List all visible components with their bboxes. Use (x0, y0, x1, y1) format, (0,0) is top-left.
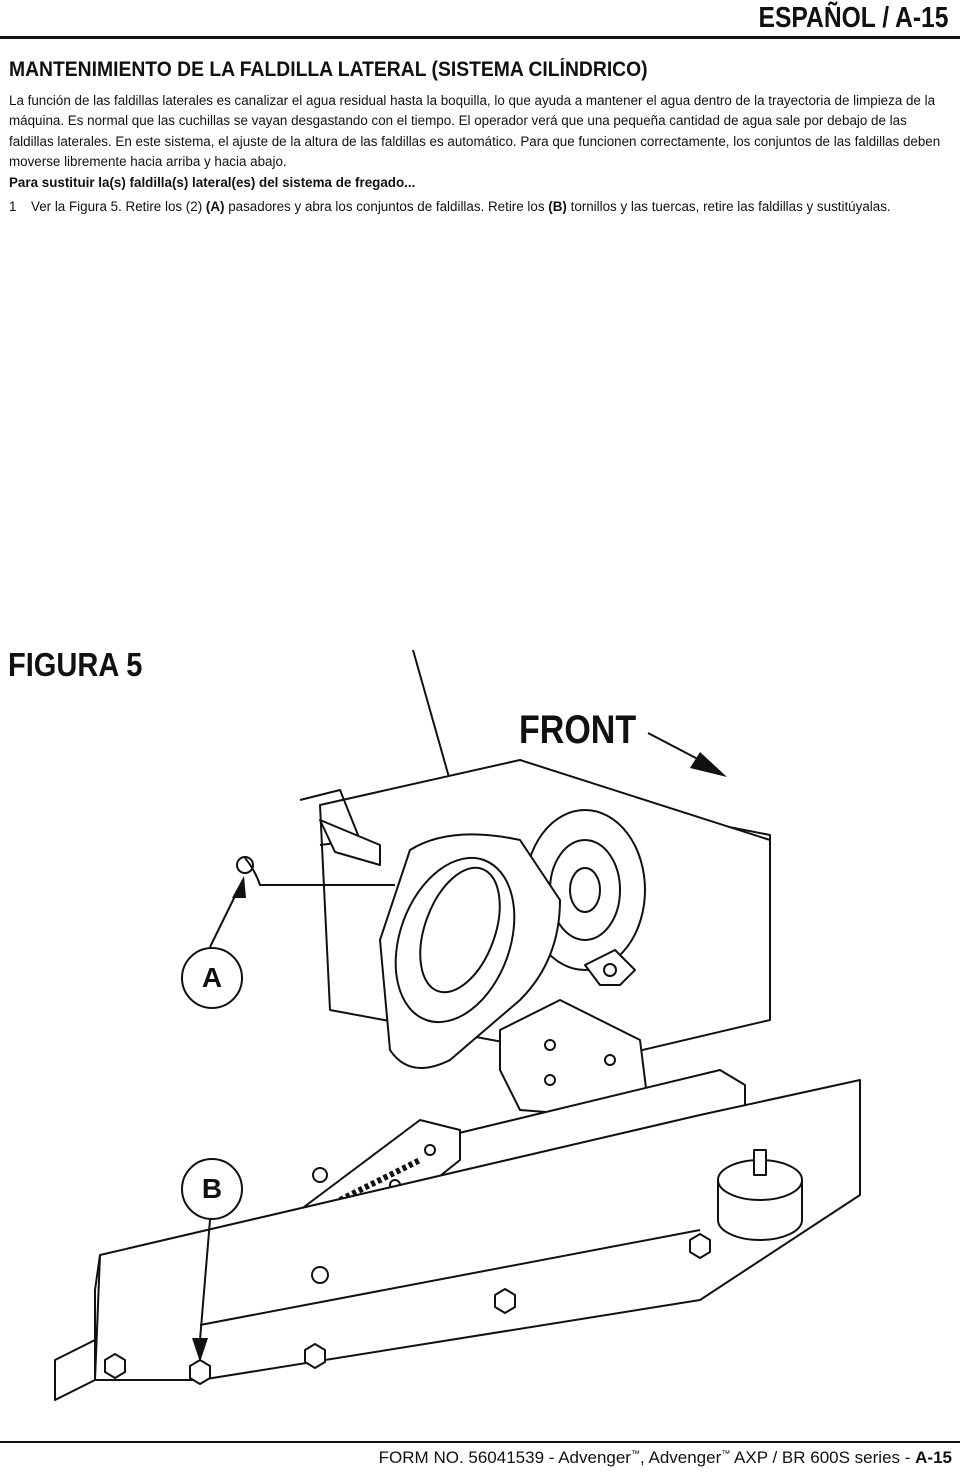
step-label-b: (B) (548, 199, 567, 214)
footer-tm-1: ™ (630, 1448, 640, 1459)
footer-rule (0, 1441, 960, 1443)
callout-a: A (181, 947, 243, 1009)
step-label-a: (A) (205, 199, 225, 214)
footer-page-number: A-15 (915, 1448, 952, 1467)
front-label: FRONT (519, 708, 637, 752)
figure-title: FIGURA 5 (8, 646, 143, 683)
section-paragraph: La función de las faldillas laterales es… (9, 93, 941, 169)
footer-text-c: AXP / BR 600S series - (730, 1448, 916, 1467)
step-text-b: pasadores y abra los conjuntos de faldil… (224, 199, 549, 214)
step-number: 1 (9, 199, 17, 214)
step-text-a: Ver la Figura 5. Retire los (2) (31, 199, 206, 214)
figure-5-illustration (54, 649, 861, 1401)
section-title: MANTENIMIENTO DE LA FALDILLA LATERAL (SI… (9, 58, 648, 81)
callout-b: B (181, 1158, 243, 1220)
step-text-c: tornillos y las tuercas, retire las fald… (566, 199, 891, 214)
footer-text-b: , Advenger (639, 1448, 722, 1467)
header-rule (0, 36, 960, 39)
page-header: ESPAÑOL / A-15 (758, 2, 948, 34)
footer-tm-2: ™ (721, 1448, 731, 1459)
step-1: 1 Ver la Figura 5. Retire los (2) (A) pas… (9, 199, 891, 214)
page-footer: FORM NO. 56041539 - Advenger™, Advenger™… (379, 1448, 952, 1468)
procedure-subtitle: Para sustituir la(s) faldilla(s) lateral… (9, 175, 416, 190)
footer-text-a: FORM NO. 56041539 - Advenger (378, 1448, 631, 1467)
